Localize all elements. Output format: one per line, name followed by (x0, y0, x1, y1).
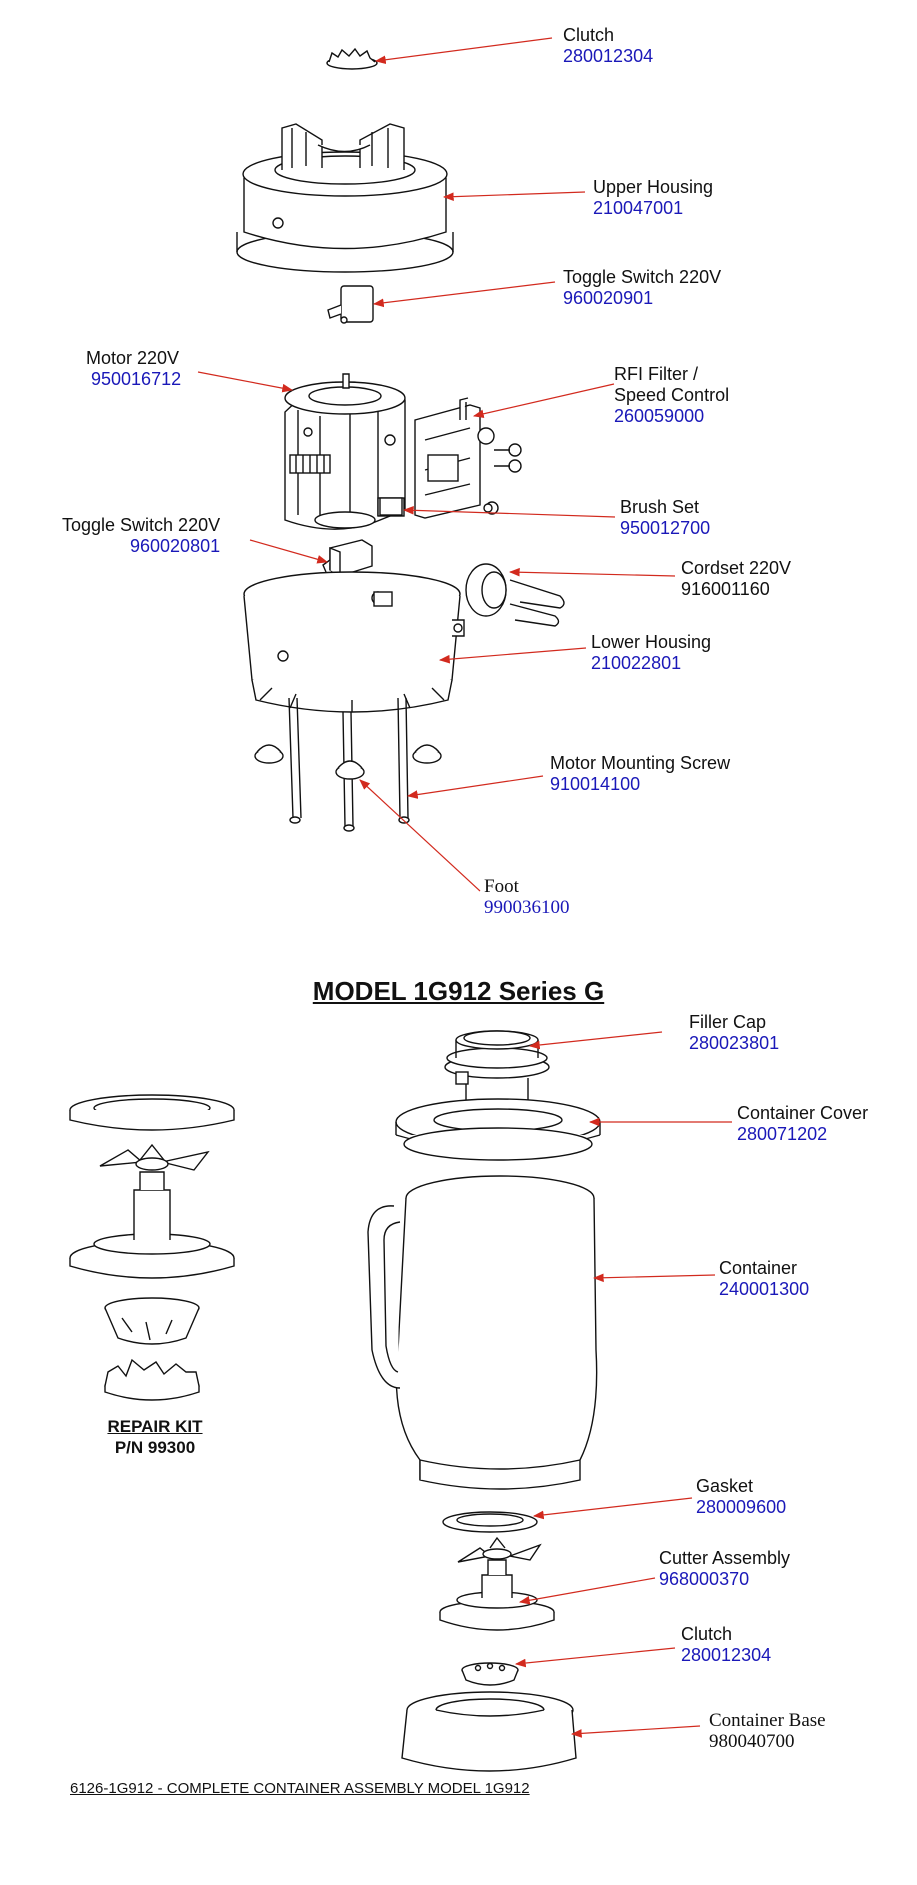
part-name-line1: RFI Filter / (614, 364, 698, 384)
part-number: 210022801 (591, 653, 682, 673)
leader-upper-housing (442, 191, 586, 201)
brush-set-part (379, 497, 493, 516)
callout-filler-cap: Filler Cap 280023801 (689, 1012, 779, 1054)
callout-cutter-assembly: Cutter Assembly 968000370 (659, 1548, 790, 1590)
callout-foot: Foot 990036100 (484, 876, 570, 918)
part-number: 960020901 (563, 288, 654, 308)
leader-container-base (570, 1725, 701, 1738)
leader-container (592, 1273, 716, 1283)
part-name: Lower Housing (591, 632, 712, 652)
leader-clutch-top (374, 37, 553, 65)
part-name: Upper Housing (593, 177, 714, 197)
callout-lower-housing: Lower Housing 210022801 (591, 632, 711, 674)
part-number: 280012304 (681, 1645, 772, 1665)
part-name: Toggle Switch 220V (563, 267, 722, 287)
part-number: 240001300 (719, 1279, 810, 1299)
leader-brush-set (402, 506, 616, 518)
model-title: MODEL 1G912 Series G (312, 976, 605, 1006)
repair-kit-parts (69, 1094, 235, 1401)
part-name: Clutch (681, 1624, 733, 1644)
clutch-top-part (326, 47, 378, 70)
callout-toggle-switch-a: Toggle Switch 220V 960020901 (563, 267, 721, 309)
cordset-part (465, 563, 565, 627)
leader-cordset (508, 567, 676, 577)
cutter-assembly-part (439, 1536, 555, 1631)
toggle-switch-b-part (322, 539, 373, 577)
leader-motor (197, 371, 294, 393)
leader-filler-cap (528, 1031, 663, 1050)
toggle-switch-a-part (327, 285, 374, 324)
feet-parts (254, 744, 442, 780)
callout-motor: Motor 220V 950016712 (86, 348, 181, 390)
callout-clutch-bottom: Clutch 280012304 (681, 1624, 771, 1666)
part-number: 950012700 (620, 518, 711, 538)
leader-gasket (532, 1497, 693, 1520)
repair-kit-title: REPAIR KIT (107, 1417, 203, 1436)
part-number: 910014100 (550, 774, 641, 794)
callout-gasket: Gasket 280009600 (696, 1476, 786, 1518)
part-name: Container Base (709, 1710, 826, 1731)
part-number: 980040700 (709, 1731, 795, 1752)
container-base-part (401, 1691, 577, 1772)
leader-rfi-filter (472, 383, 615, 419)
leader-cutter-assembly (518, 1577, 656, 1605)
part-name: Clutch (563, 25, 615, 45)
part-name: Foot (484, 876, 519, 897)
part-number: 950016712 (91, 369, 182, 389)
upper-housing-part (236, 123, 454, 273)
part-number: 280071202 (737, 1124, 828, 1144)
part-number: 280023801 (689, 1033, 780, 1053)
part-number: 210047001 (593, 198, 684, 218)
callout-container: Container 240001300 (719, 1258, 809, 1300)
lower-housing-part (243, 571, 465, 713)
part-name: Cutter Assembly (659, 1548, 791, 1568)
filler-cap-part (444, 1030, 550, 1121)
leader-foot (359, 779, 481, 892)
part-name: Cordset 220V (681, 558, 792, 578)
clutch-bottom-part (461, 1662, 519, 1686)
callout-container-base: Container Base 980040700 (709, 1710, 826, 1752)
callout-upper-housing: Upper Housing 210047001 (593, 177, 713, 219)
gasket-part (442, 1511, 538, 1533)
callout-clutch-top: Clutch 280012304 (563, 25, 653, 67)
rfi-filter-part (414, 397, 522, 519)
part-name: Motor Mounting Screw (550, 753, 731, 773)
part-name: Motor 220V (86, 348, 180, 368)
callout-toggle-switch-b: Toggle Switch 220V 960020801 (62, 515, 220, 557)
leader-toggle-switch-b (249, 539, 329, 564)
motor-part (284, 373, 406, 530)
callout-container-cover: Container Cover 280071202 (737, 1103, 868, 1145)
part-name: Gasket (696, 1476, 754, 1496)
repair-kit-label: REPAIR KIT P/N 99300 (90, 1416, 220, 1458)
part-number: 968000370 (659, 1569, 750, 1589)
container-part (367, 1175, 598, 1490)
leader-clutch-bottom (514, 1647, 676, 1668)
leader-toggle-switch-a (372, 281, 556, 308)
leader-lower-housing (438, 647, 587, 664)
part-number: 280012304 (563, 46, 654, 66)
callout-rfi-filter: RFI Filter / Speed Control 260059000 (614, 364, 729, 427)
part-name: Container (719, 1258, 798, 1278)
container-cover-part (395, 1098, 601, 1161)
part-number: 960020801 (130, 536, 221, 556)
footer-note: 6126-1G912 - COMPLETE CONTAINER ASSEMBLY… (70, 1780, 530, 1797)
part-name: Filler Cap (689, 1012, 767, 1032)
callout-brush-set: Brush Set 950012700 (620, 497, 710, 539)
part-number: 280009600 (696, 1497, 787, 1517)
part-name: Brush Set (620, 497, 700, 517)
part-name-line2: Speed Control (614, 385, 730, 405)
part-name: Toggle Switch 220V (62, 515, 221, 535)
callout-motor-screw: Motor Mounting Screw 910014100 (550, 753, 730, 795)
leader-motor-screw (406, 775, 544, 799)
part-name: Container Cover (737, 1103, 869, 1123)
repair-kit-part-number: P/N 99300 (114, 1438, 196, 1457)
part-number: 916001160 (681, 579, 770, 599)
part-number: 990036100 (484, 897, 570, 918)
callout-cordset: Cordset 220V 916001160 (681, 558, 791, 600)
part-number: 260059000 (614, 406, 705, 426)
